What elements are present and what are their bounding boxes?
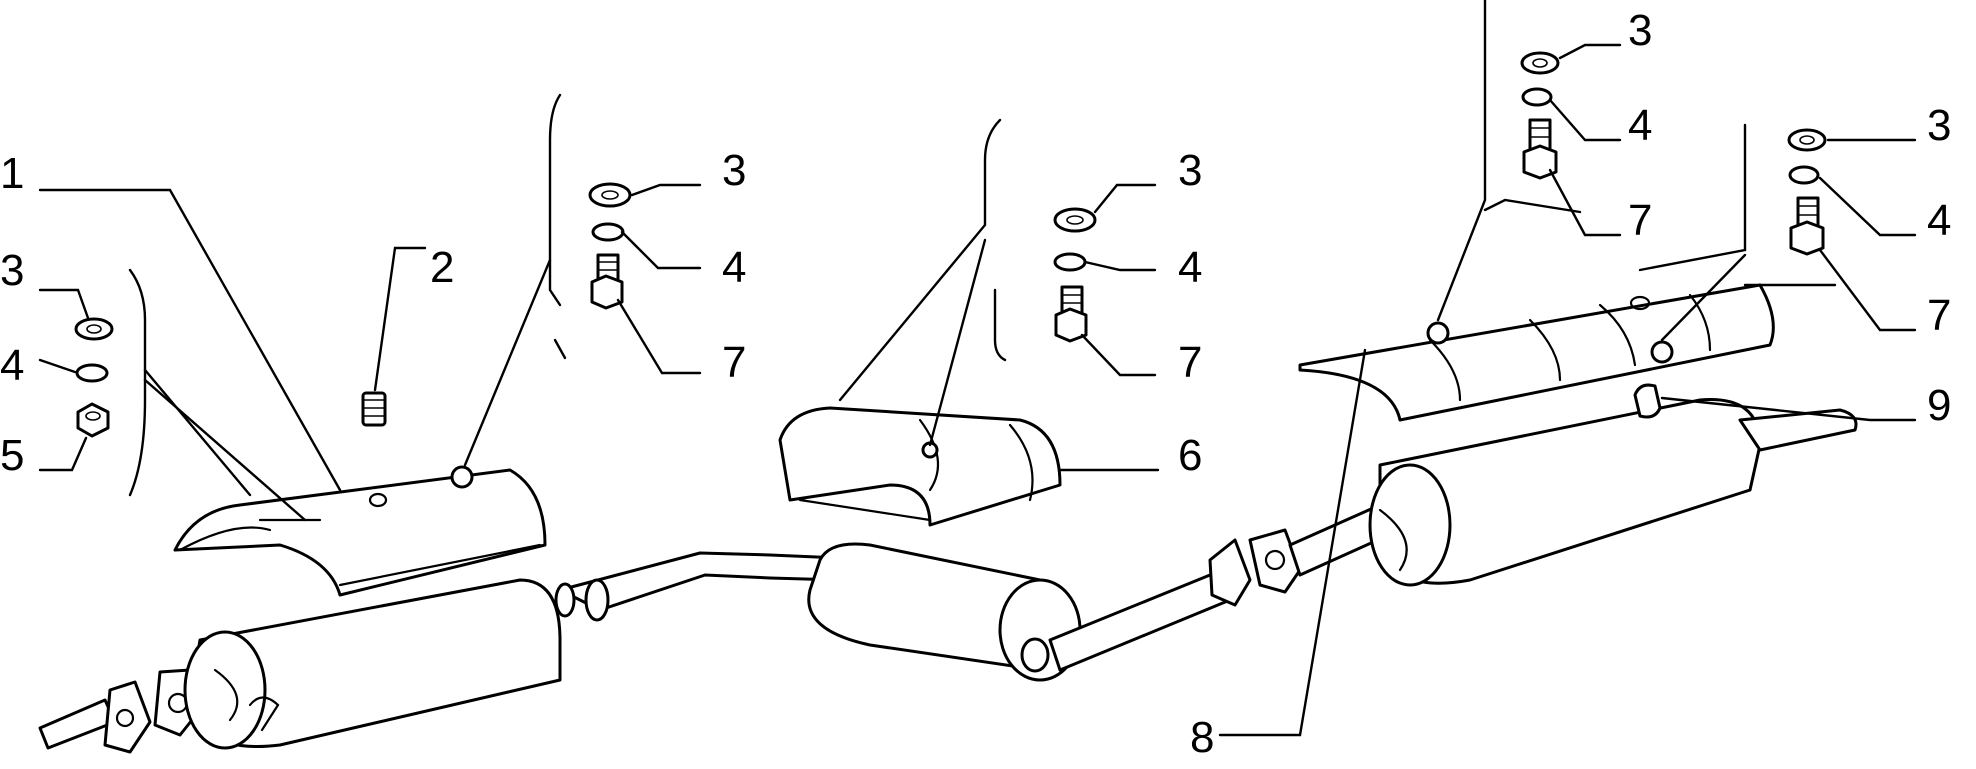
front-heat-shield [173, 465, 547, 597]
callout-6: 6 [1178, 431, 1202, 480]
rear-mount-stud [1633, 383, 1662, 419]
leader-lines [38, 0, 1917, 737]
exhaust-system [38, 383, 1858, 754]
callout-4: 4 [722, 243, 746, 292]
threaded-insert [361, 391, 387, 427]
middle-heat-shield [778, 406, 1062, 527]
callout-3: 3 [722, 146, 746, 195]
callout-4: 4 [0, 341, 24, 390]
callout-3: 3 [1178, 146, 1202, 195]
rear-flange-b [1248, 528, 1302, 594]
callout-7: 7 [1628, 196, 1652, 245]
callout-4: 4 [1628, 101, 1652, 150]
rear-heat-shield [1298, 283, 1775, 422]
callout-3: 3 [1628, 6, 1652, 55]
callout-1: 1 [0, 149, 24, 198]
callout-3: 3 [1927, 101, 1951, 150]
callout-7: 7 [1927, 291, 1951, 340]
callout-5: 5 [0, 431, 24, 480]
lock-washer [75, 363, 109, 383]
hardware-stack-d [1520, 51, 1560, 180]
callout-3: 3 [0, 246, 24, 295]
callout-2: 2 [430, 243, 454, 292]
callout-4: 4 [1927, 196, 1951, 245]
callout-9: 9 [1927, 381, 1951, 430]
rear-flange-a [1208, 538, 1252, 607]
front-flange [103, 680, 152, 754]
flat-washer [74, 317, 114, 341]
hardware-stack-b [588, 182, 632, 310]
callout-labels: 1 2 3 4 5 3 4 7 3 4 7 6 3 4 7 3 4 7 8 9 [0, 6, 1951, 762]
hardware-stack-c [1053, 207, 1097, 343]
callout-7: 7 [1178, 338, 1202, 387]
callout-7: 7 [722, 338, 746, 387]
callout-4: 4 [1178, 243, 1202, 292]
callout-8: 8 [1190, 713, 1214, 762]
front-pipe [38, 698, 117, 750]
hardware-stack-e [1787, 128, 1827, 256]
left-hardware-stack [74, 317, 114, 438]
